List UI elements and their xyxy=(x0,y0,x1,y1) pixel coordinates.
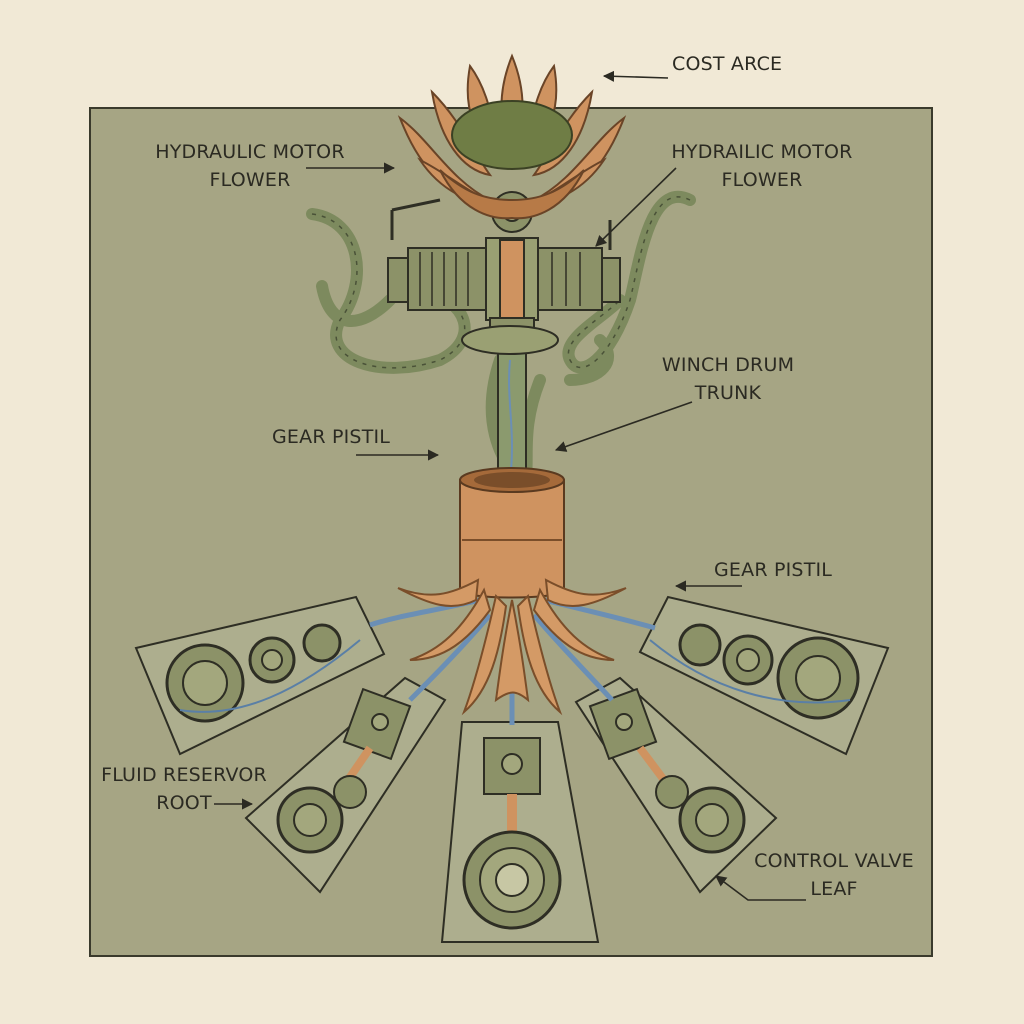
label-cost-arce: COST ARCE xyxy=(672,53,782,75)
leaf-panel-center xyxy=(440,721,600,943)
leaf-panel-left xyxy=(244,676,447,894)
label-winch-line1: WINCH DRUM xyxy=(662,354,794,376)
label-motor-left-line2: FLOWER xyxy=(210,169,291,191)
label-motor-left-line1: HYDRAULIC MOTOR xyxy=(155,141,344,163)
hose-braid-lines xyxy=(311,196,691,369)
label-motor-right-line2: FLOWER xyxy=(722,169,803,191)
leaf-panel-far-right xyxy=(638,595,890,756)
roots xyxy=(397,578,627,716)
label-valve-line1: CONTROL VALVE xyxy=(754,850,914,872)
label-gear-pistil-right: GEAR PISTIL xyxy=(714,559,832,581)
label-winch-line2: TRUNK xyxy=(694,382,762,404)
label-gear-pistil-left: GEAR PISTIL xyxy=(272,426,390,448)
lotus-flower xyxy=(397,53,627,220)
label-reservoir-line2: ROOT xyxy=(156,792,212,814)
winch-drum-trunk xyxy=(459,467,565,599)
leader-arrows xyxy=(214,70,806,901)
label-reservoir-line1: FLUID RESERVOR xyxy=(101,764,267,786)
label-valve-line2: LEAF xyxy=(810,878,857,900)
label-motor-right-line1: HYDRAILIC MOTOR xyxy=(671,141,852,163)
leaf-panel-far-left xyxy=(134,595,386,756)
leaf-panel-right xyxy=(574,676,778,894)
